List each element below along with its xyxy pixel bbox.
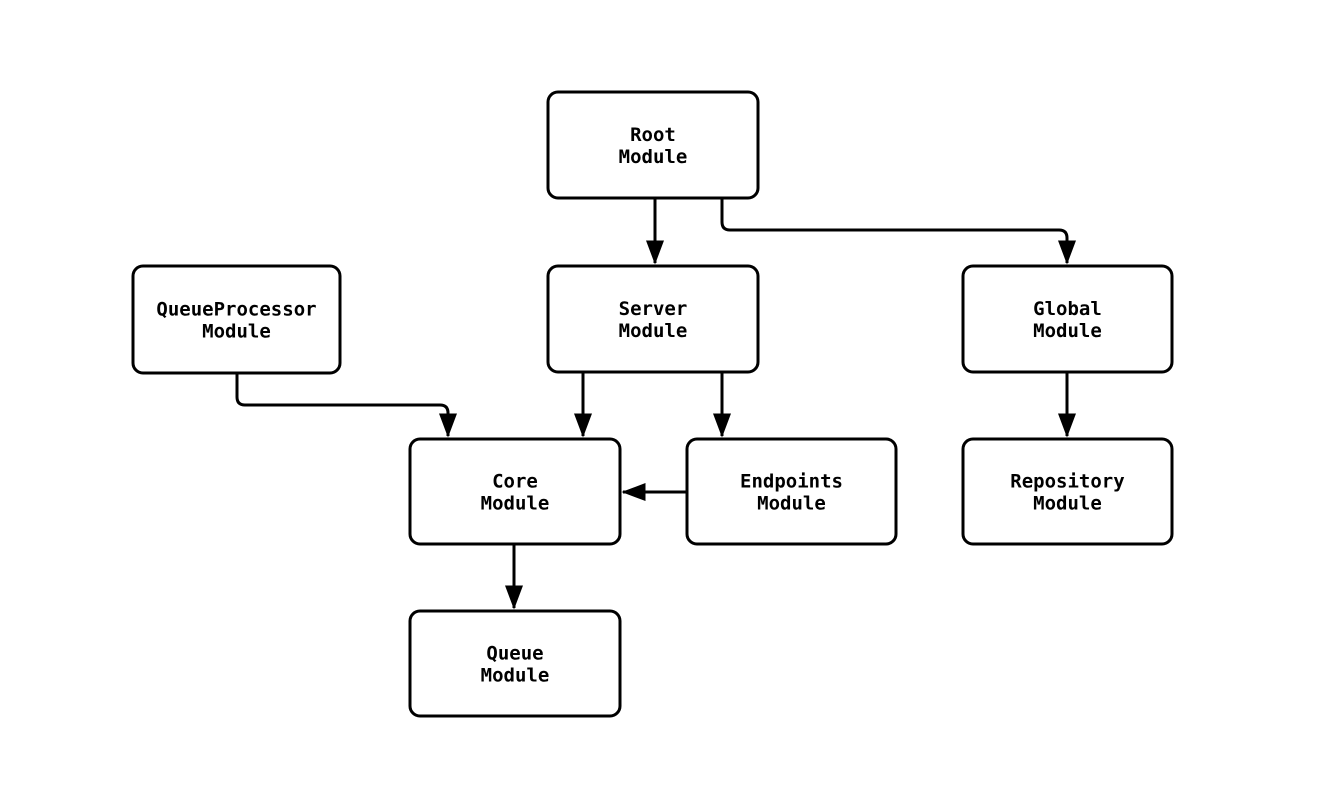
edge-queueprocessor-to-core [235,373,457,438]
edge-root-to-global [720,198,1076,265]
node-server-box [546,264,760,374]
node-queueprocessor-box [131,264,342,375]
node-root-box [546,90,760,200]
node-core-box [408,437,622,546]
node-queue-box [408,609,622,718]
node-endpoints-box [685,437,898,546]
node-global-box [961,264,1174,374]
node-repository-box [961,437,1174,546]
edges-layer [235,198,1076,610]
